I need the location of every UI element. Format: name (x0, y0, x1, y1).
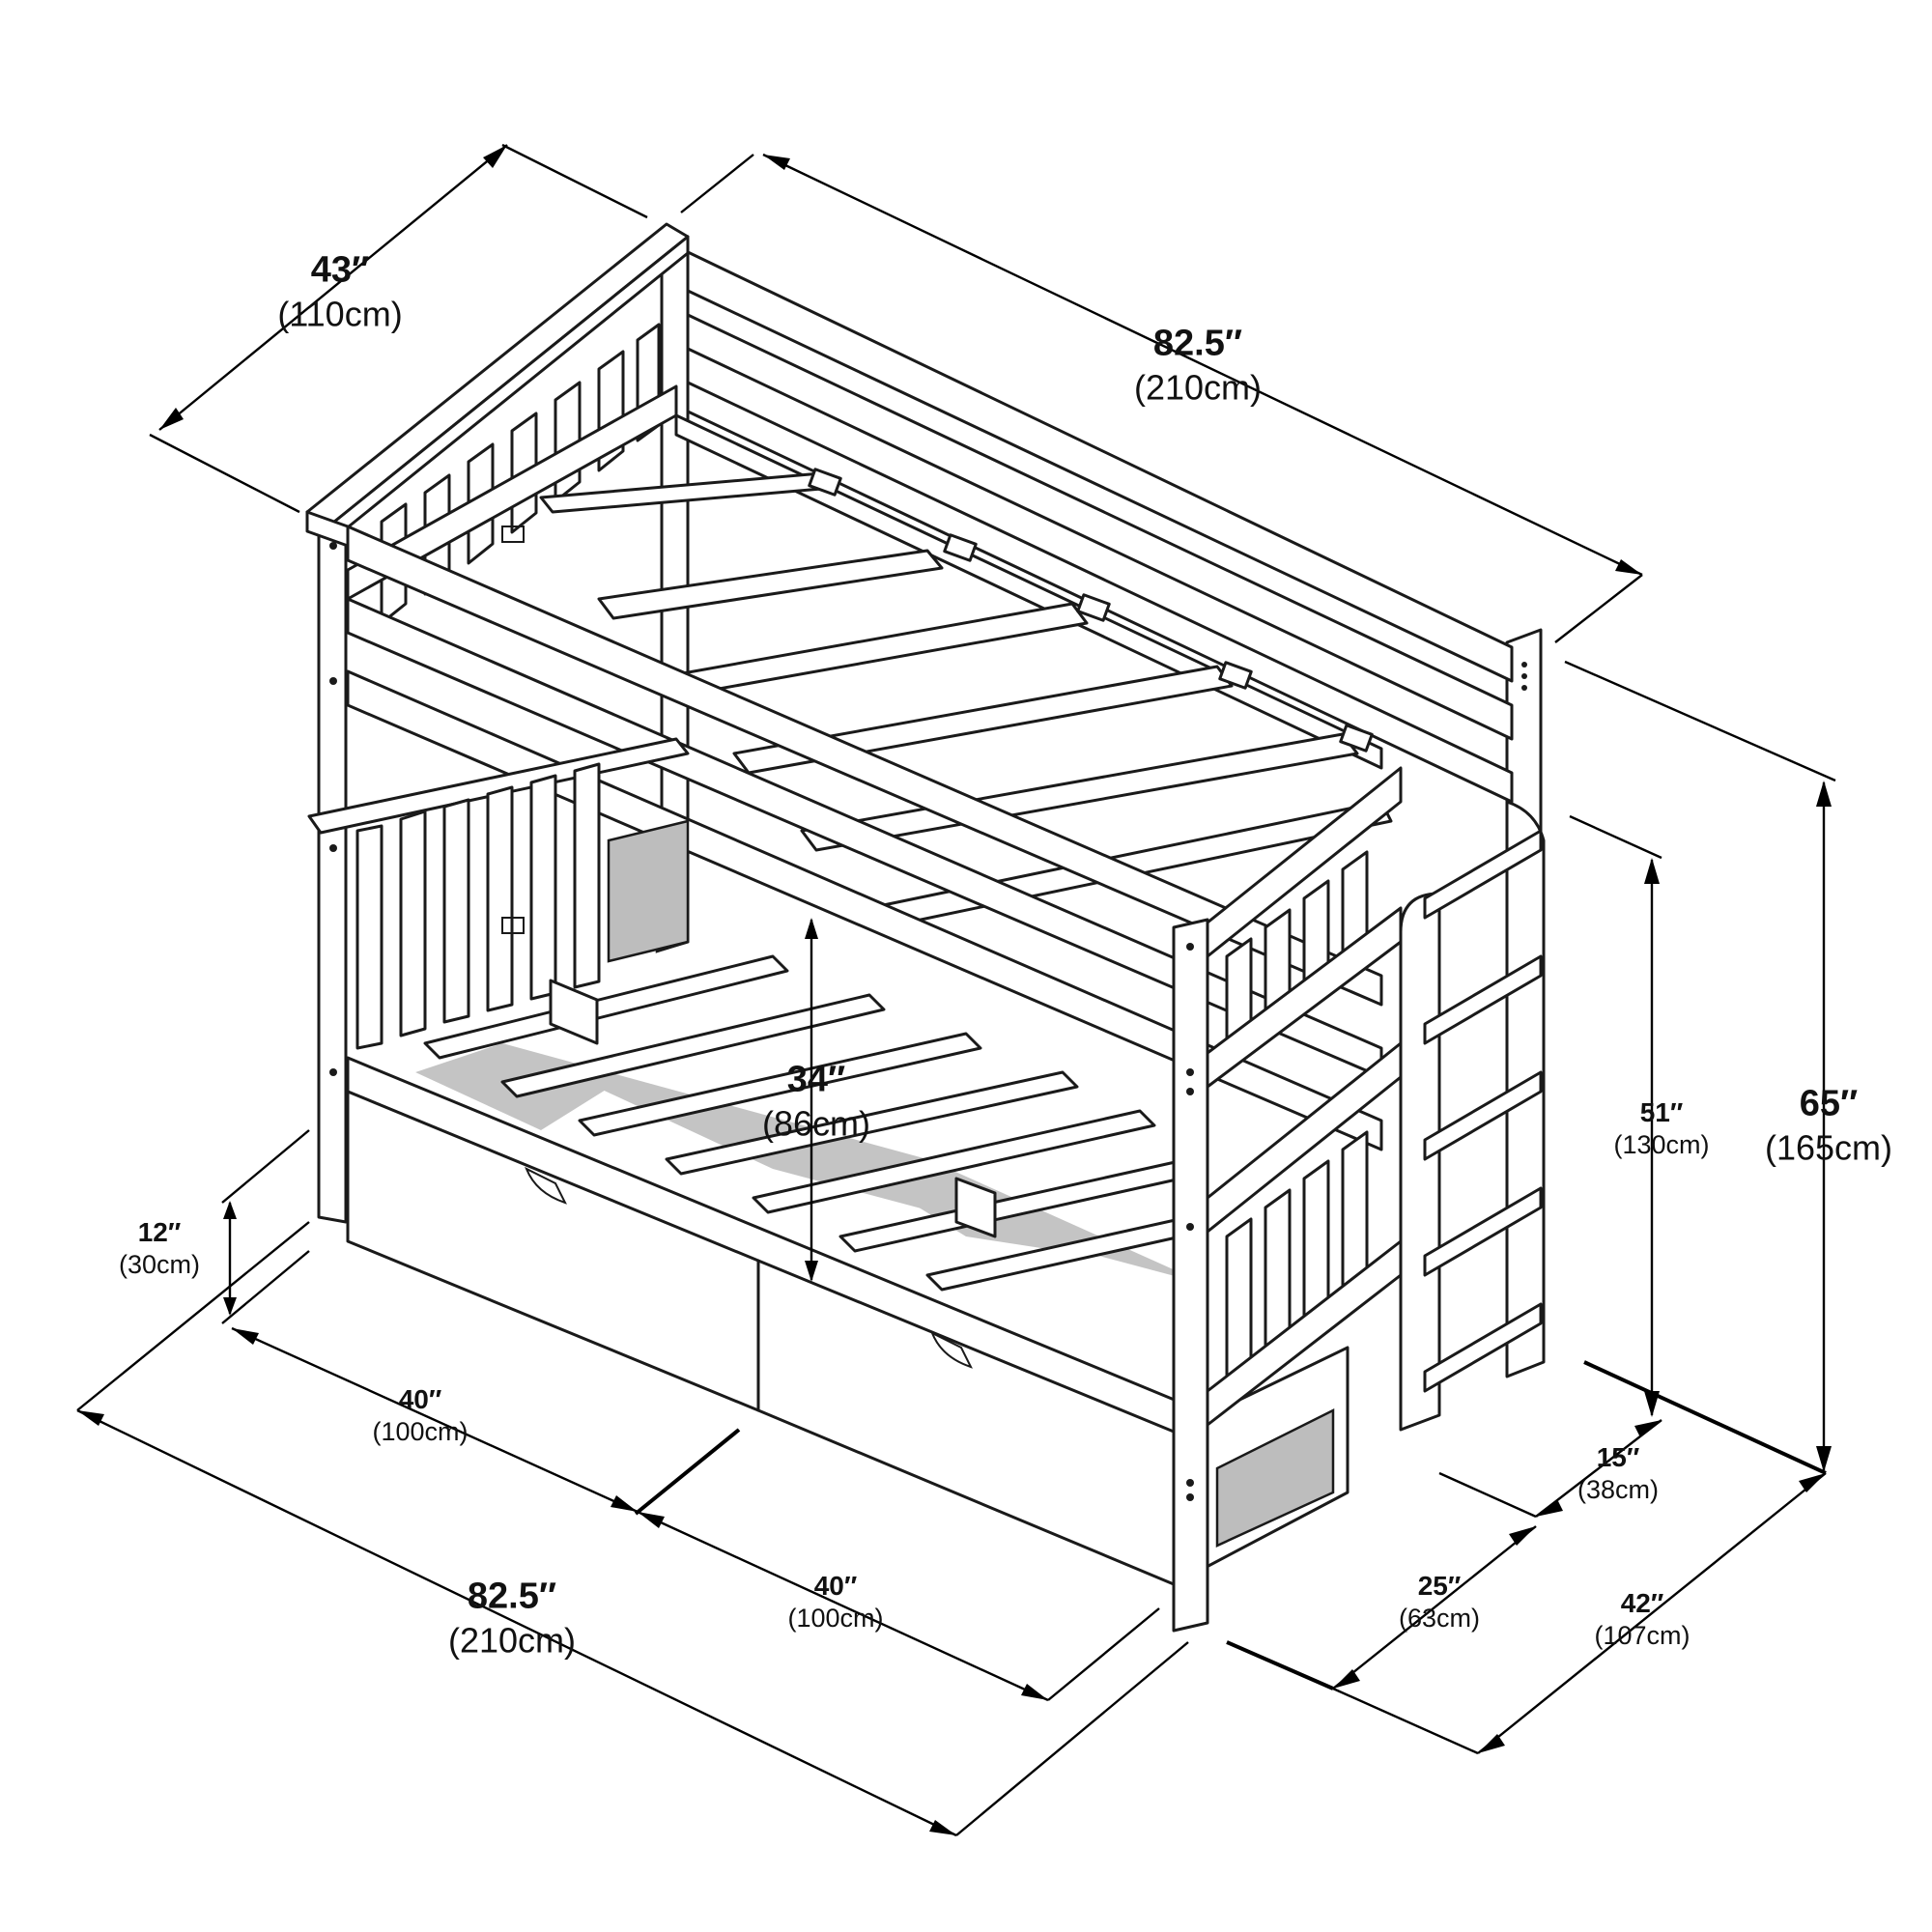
dim-drawer-left-width: 40″ (100cm) (372, 1383, 468, 1447)
dim-total-height: 65″ (165cm) (1765, 1083, 1892, 1169)
dim-bed-depth-inches: 25″ (1417, 1571, 1462, 1602)
dim-drawer-height: 12″ (30cm) (119, 1216, 200, 1280)
dim-bottom-length: 82.5″ (210cm) (448, 1576, 576, 1662)
dim-ladder-depth-inches: 15″ (1596, 1442, 1640, 1473)
dim-drawer-right-width-cm: (100cm) (787, 1603, 884, 1633)
dim-ladder-height: 51″ (130cm) (1613, 1096, 1709, 1160)
lower-slats (423, 954, 1205, 1292)
ladder (1399, 800, 1546, 1432)
dim-total-height-cm: (165cm) (1764, 1127, 1893, 1168)
dim-drawer-height-inches: 12″ (137, 1217, 182, 1248)
dim-bunk-clearance: 34″ (86cm) (762, 1059, 870, 1145)
dim-top-length-cm: (210cm) (1133, 367, 1263, 408)
dim-top-depth-inches: 43″ (310, 249, 370, 291)
dim-drawer-height-cm: (30cm) (118, 1249, 201, 1279)
upper-headboard (305, 222, 690, 625)
dim-ladder-depth-cm: (38cm) (1577, 1474, 1660, 1504)
dim-top-depth-cm: (110cm) (277, 294, 403, 334)
dim-bottom-length-inches: 82.5″ (467, 1576, 557, 1617)
drawer-right (756, 1259, 1176, 1586)
footboard-upper (1206, 766, 1403, 1089)
dim-total-depth: 42″ (107cm) (1594, 1587, 1690, 1651)
dim-drawer-right-width: 40″ (100cm) (787, 1570, 883, 1634)
front-right-post (1172, 918, 1209, 1633)
front-left-post (305, 510, 350, 1224)
back-long-rail-upper (684, 249, 1514, 804)
footboard-lower (1206, 1041, 1403, 1427)
upper-front-guardrail (346, 525, 1383, 1151)
dim-drawer-left-width-cm: (100cm) (372, 1416, 469, 1446)
dim-bed-depth-cm: (63cm) (1398, 1603, 1481, 1633)
dim-top-length-inches: 82.5″ (1152, 323, 1243, 364)
dim-ladder-height-cm: (130cm) (1613, 1129, 1710, 1159)
dim-bunk-clearance-cm: (86cm) (761, 1103, 871, 1144)
dim-bottom-length-cm: (210cm) (447, 1620, 577, 1661)
dim-total-depth-cm: (107cm) (1594, 1620, 1690, 1650)
drawer-left (346, 1090, 760, 1412)
dim-bunk-clearance-inches: 34″ (786, 1059, 846, 1100)
dim-total-height-inches: 65″ (1799, 1083, 1859, 1124)
dim-top-depth: 43″ (110cm) (277, 249, 402, 335)
dim-bed-depth: 25″ (63cm) (1399, 1570, 1480, 1634)
dim-ladder-depth: 15″ (38cm) (1577, 1441, 1659, 1505)
dim-total-depth-inches: 42″ (1620, 1588, 1664, 1619)
dimension-lines (76, 143, 1836, 1837)
dim-ladder-height-inches: 51″ (1639, 1097, 1684, 1128)
dim-top-length: 82.5″ (210cm) (1134, 323, 1262, 409)
lower-headboard (307, 737, 690, 1050)
dim-drawer-right-width-inches: 40″ (813, 1571, 858, 1602)
dim-drawer-left-width-inches: 40″ (398, 1384, 442, 1415)
